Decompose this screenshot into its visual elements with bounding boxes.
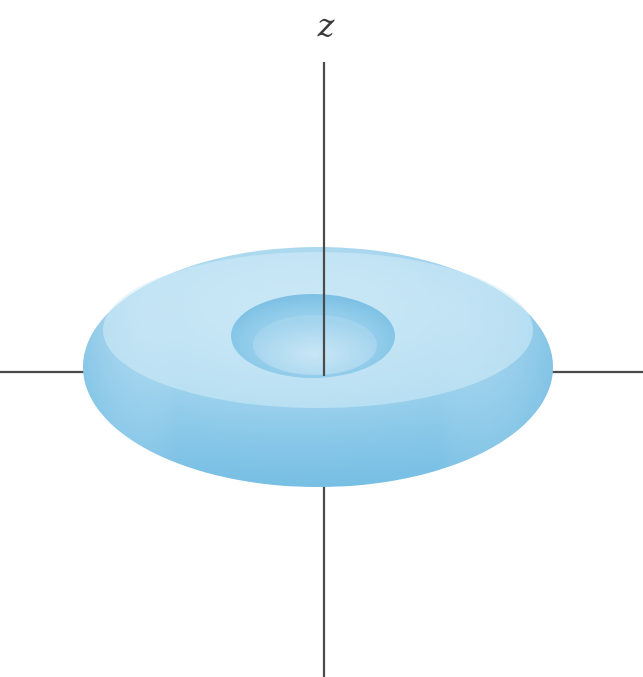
z-axis-label: z <box>317 6 336 44</box>
torus-shape <box>83 247 553 487</box>
torus-hole-inner <box>253 315 377 375</box>
